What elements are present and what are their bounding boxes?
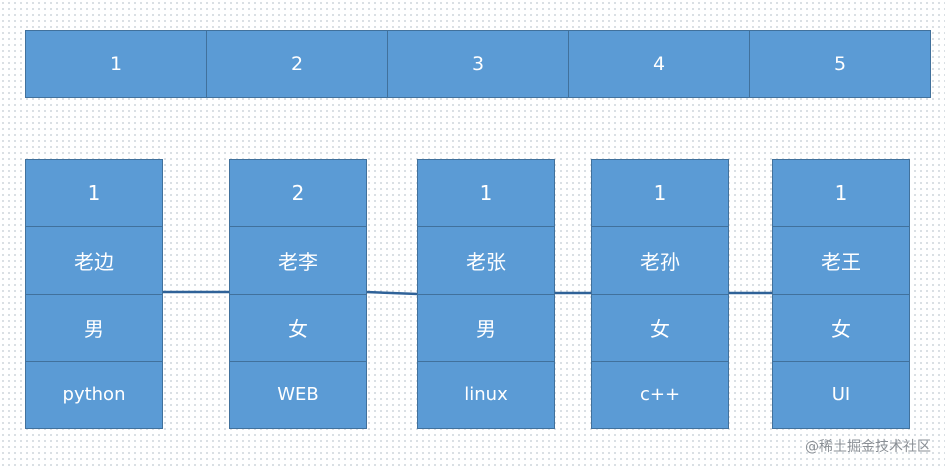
record-count: 1 (773, 160, 909, 228)
record-gender: 女 (230, 294, 366, 362)
header-cell-4: 4 (569, 31, 750, 97)
record-card-4: 1 老孙 女 c++ (591, 159, 729, 429)
header-cell-1: 1 (26, 31, 207, 97)
record-name: 老张 (418, 227, 554, 295)
record-gender: 男 (26, 294, 162, 362)
record-skill: UI (773, 361, 909, 428)
record-count: 1 (26, 160, 162, 228)
record-name: 老边 (26, 227, 162, 295)
record-count: 1 (418, 160, 554, 228)
record-card-1: 1 老边 男 python (25, 159, 163, 429)
record-skill: linux (418, 361, 554, 428)
header-cell-5: 5 (750, 31, 930, 97)
watermark: @稀土掘金技术社区 (805, 439, 931, 455)
record-card-3: 1 老张 男 linux (417, 159, 555, 429)
record-gender: 男 (418, 294, 554, 362)
header-cell-2: 2 (207, 31, 388, 97)
record-skill: c++ (592, 361, 728, 428)
record-name: 老孙 (592, 227, 728, 295)
record-gender: 女 (592, 294, 728, 362)
header-cell-3: 3 (388, 31, 569, 97)
record-skill: WEB (230, 361, 366, 428)
record-count: 2 (230, 160, 366, 228)
record-count: 1 (592, 160, 728, 228)
link-line-2-3 (365, 290, 419, 296)
header-row: 1 2 3 4 5 (25, 30, 931, 98)
record-name: 老王 (773, 227, 909, 295)
record-card-2: 2 老李 女 WEB (229, 159, 367, 429)
record-card-5: 1 老王 女 UI (772, 159, 910, 429)
record-name: 老李 (230, 227, 366, 295)
record-gender: 女 (773, 294, 909, 362)
record-skill: python (26, 361, 162, 428)
